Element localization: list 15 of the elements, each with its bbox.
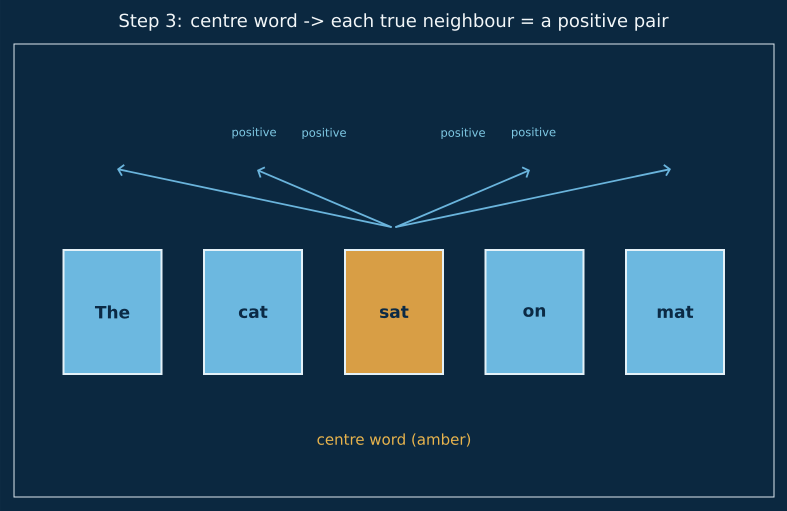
edge-label: positive <box>230 126 278 140</box>
word-box: mat <box>625 249 725 375</box>
arrow <box>257 166 392 228</box>
edge-label: positive <box>510 126 558 140</box>
word-box: cat <box>203 249 303 375</box>
word-box: The <box>62 249 162 375</box>
arrow <box>117 164 392 228</box>
edge-label: positive <box>300 126 348 140</box>
word-box: sat <box>344 249 444 375</box>
note: centre word (amber) <box>317 433 470 447</box>
arrow <box>395 166 530 228</box>
arrow <box>395 164 671 228</box>
word-box: on <box>484 249 584 375</box>
edge-label: positive <box>439 126 487 140</box>
title: Step 3: centre word -> each true neighbour = a positive pair <box>120 13 669 31</box>
